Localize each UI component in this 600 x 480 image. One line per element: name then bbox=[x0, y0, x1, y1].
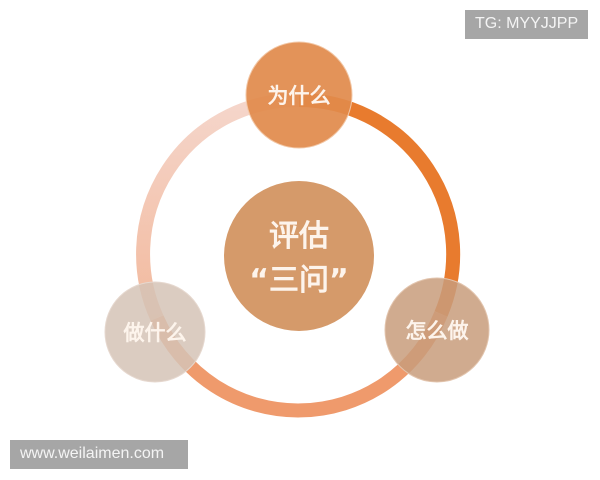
center-circle bbox=[224, 181, 374, 331]
watermark-bottom-left: www.weilaimen.com bbox=[10, 440, 188, 469]
node-how-circle bbox=[384, 277, 490, 383]
node-why-label: 为什么 bbox=[268, 84, 331, 108]
node-how-label: 怎么做 bbox=[406, 319, 469, 343]
center-title-line1: 评估 bbox=[269, 219, 329, 254]
watermark-top-right: TG: MYYJJPP bbox=[465, 10, 589, 39]
node-why: 为什么 bbox=[245, 41, 353, 149]
node-how: 怎么做 bbox=[384, 277, 490, 383]
center-title-line2: “三问” bbox=[249, 263, 348, 298]
node-why-circle bbox=[245, 41, 353, 149]
node-what-label: 做什么 bbox=[123, 321, 187, 345]
center-node: 评估 “三问” bbox=[224, 181, 374, 331]
node-what: 做什么 bbox=[104, 281, 206, 383]
node-what-circle bbox=[104, 281, 206, 383]
